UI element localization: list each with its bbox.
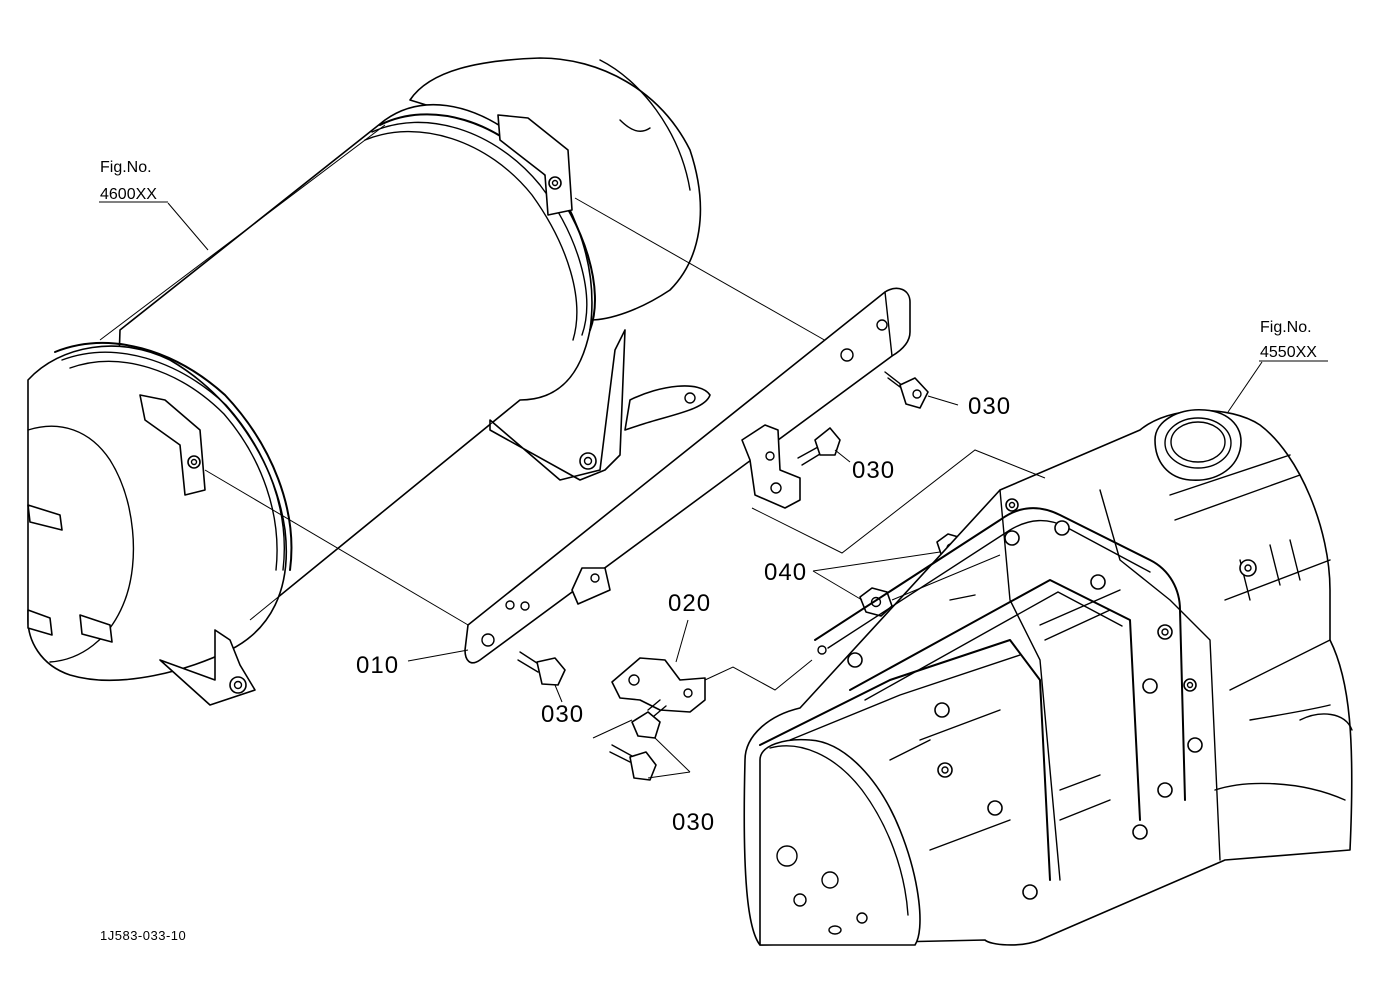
part-010-bracket-bar	[464, 287, 911, 664]
flange-bolts	[817, 498, 1257, 900]
part-020-bracket-upper	[741, 424, 801, 509]
callout-040: 040	[764, 559, 807, 586]
callout-030-lower-right: 030	[672, 809, 715, 836]
figure-ref-left: Fig.No. 4600XX	[99, 159, 168, 203]
bolt-030-top	[884, 371, 929, 409]
figure-ref-right-number: 4550XX	[1260, 344, 1317, 361]
bolt-030-lower-c	[609, 744, 657, 781]
bolt-030-mid	[797, 427, 841, 466]
assembly-alignment-lines	[99, 124, 843, 633]
figure-ref-right-label: Fig.No.	[1260, 319, 1312, 336]
callout-030-mid: 030	[852, 457, 895, 484]
part-020-bracket-lower	[611, 657, 706, 713]
drawing-code: 1J583-033-10	[100, 928, 186, 943]
bolt-030-lower-b	[631, 699, 667, 739]
figure-ref-left-number: 4600XX	[100, 186, 157, 203]
callout-020: 020	[668, 590, 711, 617]
leader-lines	[167, 202, 1263, 779]
callout-010: 010	[356, 652, 399, 679]
bolt-030-lower-a	[517, 651, 566, 686]
right-dpf-assembly	[743, 409, 1353, 946]
callout-030-top: 030	[968, 393, 1011, 420]
figure-ref-left-label: Fig.No.	[100, 159, 152, 176]
figure-ref-right: Fig.No. 4550XX	[1259, 319, 1328, 362]
callout-030-lower-left: 030	[541, 701, 584, 728]
left-cylinder-assembly	[27, 57, 711, 706]
